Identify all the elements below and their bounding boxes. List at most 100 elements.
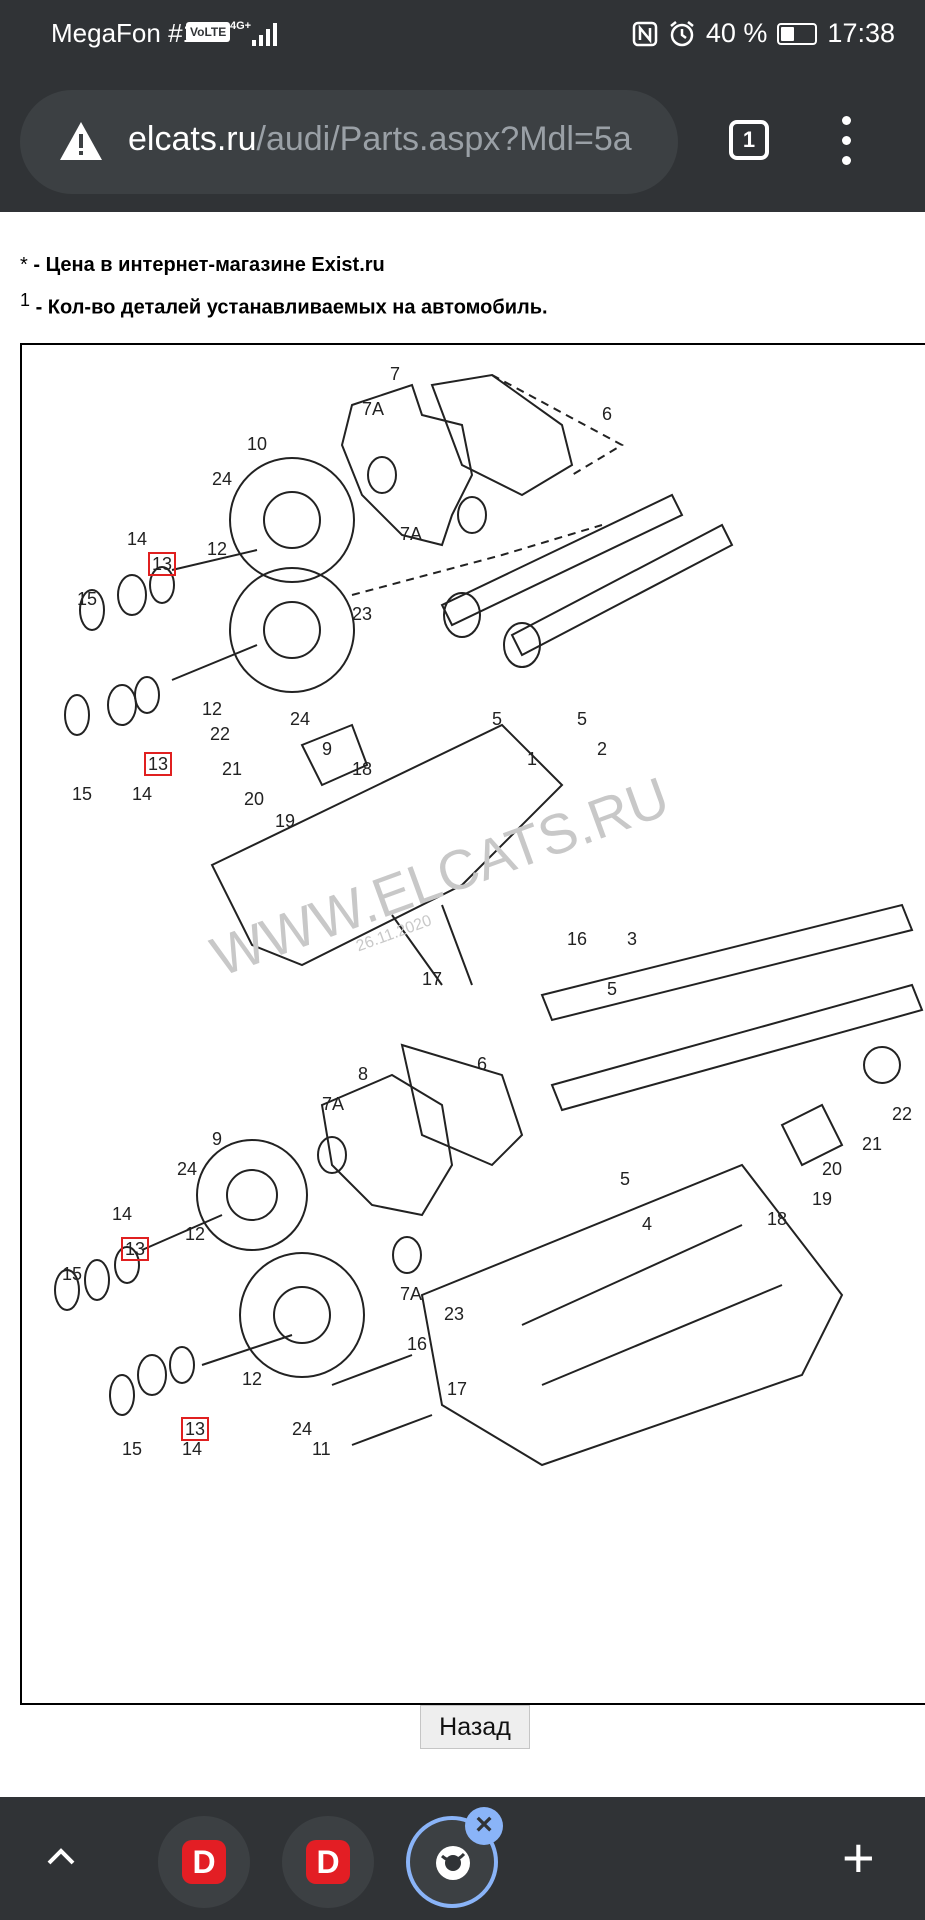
callout-label: 12 [202, 699, 222, 719]
callout-label: 23 [352, 604, 372, 624]
callout-label: 20 [822, 1159, 842, 1179]
tab-favicon: D [182, 1840, 226, 1884]
camshaft-3 [540, 903, 914, 1022]
callout-label: 16 [567, 929, 587, 949]
callout-label: 17 [422, 969, 442, 989]
timing-cover-top [340, 383, 474, 547]
callout-label: 14 [132, 784, 152, 804]
callout-label: 9 [322, 739, 332, 759]
callout-label: 5 [620, 1169, 630, 1189]
price-note: * - Цена в интернет-магазине Exist.ru [20, 254, 385, 277]
callout-label: 12 [185, 1224, 205, 1244]
callout-label: 13 [148, 754, 168, 774]
callout-label: 7A [362, 399, 384, 419]
nfc-icon [632, 21, 658, 46]
callout-label: 16 [407, 1334, 427, 1354]
callout-label: 7A [400, 524, 422, 544]
callout-label: 4 [642, 1214, 652, 1234]
overflow-menu-icon[interactable] [836, 116, 856, 168]
gasket-bottom [400, 1043, 524, 1167]
url-text[interactable]: elcats.ru/audi/Parts.aspx?Mdl=5a [128, 120, 632, 159]
cylinder-head-lower [420, 1163, 844, 1467]
price-note-marker: * [20, 254, 28, 276]
battery-fill [781, 26, 795, 41]
callout-label: 24 [177, 1159, 197, 1179]
callout-label: 19 [275, 811, 295, 831]
callout-label: 11 [312, 1439, 331, 1459]
part-13-highlight[interactable] [181, 1417, 209, 1441]
tab-favicon: D [306, 1840, 350, 1884]
callout-label: 3 [627, 929, 637, 949]
not-secure-warning-icon[interactable] [58, 120, 104, 162]
callout-label: 14 [112, 1204, 132, 1224]
carrier-name: MegaFon #1 [51, 18, 197, 48]
tab-switcher-button[interactable]: 1 [729, 120, 769, 160]
callout-label: 6 [602, 404, 612, 424]
url-domain: elcats.ru [128, 120, 257, 158]
callout-label: 2 [597, 739, 607, 759]
callout-label: 15 [77, 589, 97, 609]
callout-label: 5 [577, 709, 587, 729]
quantity-note-text: - Кол-во деталей устанавливаемых на авто… [30, 296, 548, 319]
clock: 17:38 [827, 18, 895, 48]
cylinder-head-upper [210, 723, 564, 967]
page-content: * - Цена в интернет-магазине Exist.ru 1 … [0, 212, 925, 1797]
callout-label: 10 [247, 434, 267, 454]
battery-percent: 40 % [705, 18, 768, 48]
browser-toolbar: elcats.ru/audi/Parts.aspx?Mdl=5a 1 [0, 72, 925, 212]
alarm-icon [670, 20, 694, 46]
callout-label: 15 [122, 1439, 142, 1459]
callout-label: 24 [290, 709, 310, 729]
callout-label: 14 [182, 1439, 202, 1459]
gear-9 [229, 567, 355, 693]
url-path: /audi/Parts.aspx?Mdl=5a [256, 120, 632, 158]
gear-11 [239, 1252, 365, 1378]
tab-thumbnail-1[interactable]: D [158, 1816, 250, 1908]
camshaft-4 [550, 983, 924, 1112]
globe-icon [436, 1846, 470, 1880]
new-tab-button[interactable]: + [842, 1826, 875, 1889]
watermark: WWW.ELCATS.RU [203, 764, 677, 988]
callout-label: 8 [358, 1064, 368, 1084]
callout-label: 17 [447, 1379, 467, 1399]
callout-label: 5 [607, 979, 617, 999]
callout-label: 21 [222, 759, 242, 779]
callout-label: 19 [812, 1189, 832, 1209]
address-bar[interactable]: elcats.ru/audi/Parts.aspx?Mdl=5a [20, 90, 678, 194]
part-13-highlight[interactable] [144, 752, 172, 776]
tab-thumbnail-2[interactable]: D [282, 1816, 374, 1908]
quantity-note: 1 - Кол-во деталей устанавливаемых на ав… [20, 290, 548, 320]
back-button[interactable]: Назад [420, 1705, 530, 1749]
callout-label: 6 [477, 1054, 487, 1074]
callout-label: 7A [400, 1284, 422, 1304]
callout-label: 12 [242, 1369, 262, 1389]
gear-10 [229, 457, 355, 583]
gear-9-lower [196, 1139, 308, 1251]
callout-label: 23 [444, 1304, 464, 1324]
camshaft-1 [440, 493, 684, 627]
gasket-top [430, 373, 574, 497]
quantity-note-marker: 1 [20, 290, 31, 310]
close-tab-icon[interactable]: × [465, 1807, 503, 1845]
battery-icon [777, 22, 818, 45]
callout-label: 15 [72, 784, 92, 804]
callout-label: 24 [212, 469, 232, 489]
callout-label: 24 [292, 1419, 312, 1439]
bottom-toolbar: D D × + [0, 1797, 925, 1920]
network-type: 4G+ [230, 20, 252, 32]
callout-label: 18 [767, 1209, 787, 1229]
chevron-up-icon[interactable] [41, 1837, 81, 1877]
volte-badge: VoLTE [186, 22, 231, 42]
callout-label: 14 [127, 529, 147, 549]
callout-label: 21 [862, 1134, 882, 1154]
callout-label: 13 [185, 1419, 205, 1439]
part-13-highlight[interactable] [121, 1237, 149, 1261]
callout-label: 5 [492, 709, 502, 729]
callout-label: 15 [62, 1264, 82, 1284]
part-13-highlight[interactable] [148, 552, 176, 576]
callout-label: 12 [207, 539, 227, 559]
callout-label: 18 [352, 759, 372, 779]
callout-label: 1 [527, 749, 537, 769]
